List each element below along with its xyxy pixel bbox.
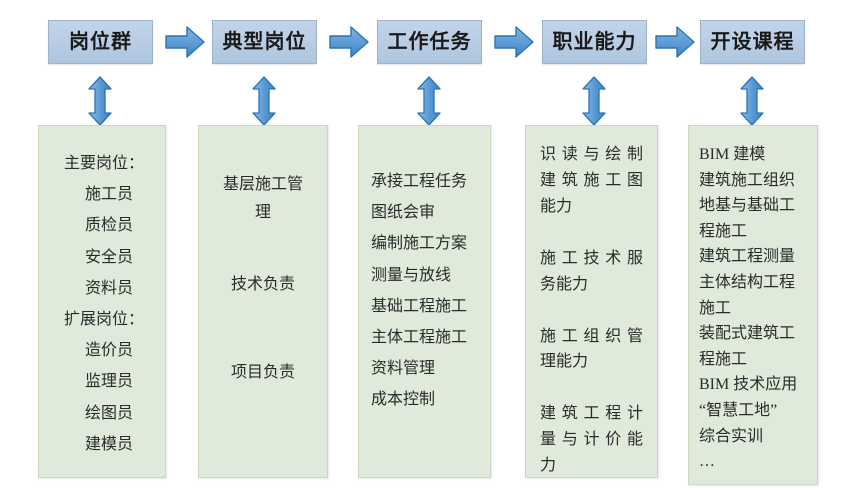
list-item: 理 bbox=[254, 204, 271, 221]
list-item: 装配式建筑工 bbox=[699, 325, 796, 343]
arrow-up-down-icon bbox=[581, 76, 607, 126]
list-item: 质检员 bbox=[84, 217, 133, 235]
list-item: 能力 bbox=[540, 197, 573, 215]
list-item: 技术负责 bbox=[230, 276, 295, 293]
header-label: 职业能力 bbox=[552, 31, 637, 53]
column-posts: 主要岗位： 施工员 质检员 安全员 资料员 扩展岗位： 造价员 监理员 绘图员 … bbox=[38, 125, 166, 478]
column-heading: 扩展岗位： bbox=[63, 310, 144, 328]
list-item: 项目负责 bbox=[230, 364, 295, 381]
arrow-up-down-icon bbox=[87, 76, 113, 126]
header-label: 开设课程 bbox=[710, 31, 795, 53]
list-item: 程施工 bbox=[699, 222, 748, 240]
header-box-dianxinggangwei[interactable]: 典型岗位 bbox=[212, 20, 317, 64]
list-item: BIM 建模 bbox=[699, 146, 766, 163]
column-courses: BIM 建模 建筑施工组织 地基与基础工 程施工 建筑工程测量 主体结构工程 施… bbox=[688, 125, 818, 485]
list-item: … bbox=[699, 453, 715, 471]
arrow-up-down-icon bbox=[416, 76, 442, 126]
arrow-up-down-icon bbox=[251, 76, 277, 126]
header-label: 典型岗位 bbox=[222, 31, 307, 53]
column-typical-posts: 基层施工管 理 技术负责 项目负责 bbox=[198, 125, 328, 478]
list-item: 建模员 bbox=[84, 435, 133, 453]
list-item: 资料员 bbox=[84, 279, 133, 297]
arrow-right-icon bbox=[165, 25, 205, 59]
list-item: 识读与绘制 bbox=[540, 146, 643, 163]
header-label: 工作任务 bbox=[387, 31, 472, 53]
list-item: 力 bbox=[540, 457, 557, 475]
list-item: 理能力 bbox=[540, 353, 589, 371]
list-item: 承接工程任务 bbox=[371, 173, 468, 190]
list-item: 监理员 bbox=[84, 373, 133, 391]
list-item: 建筑施工图 bbox=[540, 171, 643, 189]
list-item: 建筑工程测量 bbox=[699, 248, 796, 266]
list-item: 安全员 bbox=[84, 248, 133, 266]
list-item: 施工 bbox=[699, 299, 732, 317]
list-item: 地基与基础工 bbox=[699, 197, 796, 215]
list-item: 编制施工方案 bbox=[371, 235, 468, 253]
list-item: 测量与放线 bbox=[371, 266, 452, 284]
arrow-up-down-icon bbox=[739, 76, 765, 126]
list-item: 建筑工程计 bbox=[540, 405, 643, 423]
list-item: 绘图员 bbox=[84, 404, 133, 422]
list-item: 图纸会审 bbox=[371, 204, 436, 222]
list-item: 造价员 bbox=[84, 342, 133, 360]
list-item: 基层施工管 bbox=[222, 176, 303, 193]
list-item: BIM 技术应用 bbox=[699, 376, 798, 394]
list-item: 建筑施工组织 bbox=[699, 171, 796, 189]
list-item: 施工技术服 bbox=[540, 249, 643, 267]
list-item: 成本控制 bbox=[371, 391, 436, 409]
column-heading: 主要岗位： bbox=[63, 155, 144, 172]
list-item: 施工组织管 bbox=[540, 327, 643, 345]
header-box-zhiyenengli[interactable]: 职业能力 bbox=[542, 20, 647, 64]
arrow-right-icon bbox=[494, 25, 534, 59]
list-item: 主体工程施工 bbox=[371, 328, 468, 346]
list-item: 基础工程施工 bbox=[371, 297, 468, 315]
list-item: 务能力 bbox=[540, 275, 589, 293]
column-tasks: 承接工程任务 图纸会审 编制施工方案 测量与放线 基础工程施工 主体工程施工 资… bbox=[358, 125, 491, 478]
list-item: 主体结构工程 bbox=[699, 273, 796, 291]
list-item: 综合实训 bbox=[699, 427, 764, 445]
list-item: “智慧工地” bbox=[699, 401, 778, 419]
list-item: 施工员 bbox=[84, 186, 133, 204]
list-item: 量与计价能 bbox=[540, 431, 643, 449]
list-item: 资料管理 bbox=[371, 360, 436, 378]
arrow-right-icon bbox=[655, 25, 695, 59]
header-label: 岗位群 bbox=[69, 31, 132, 53]
header-box-gangweiqun[interactable]: 岗位群 bbox=[48, 20, 153, 64]
column-abilities: 识读与绘制 建筑施工图 能力 施工技术服 务能力 施工组织管 理能力 建筑工程计… bbox=[525, 125, 658, 478]
list-item: 程施工 bbox=[699, 350, 748, 368]
header-box-kaishekecheng[interactable]: 开设课程 bbox=[700, 20, 805, 64]
header-box-gongzuorenwu[interactable]: 工作任务 bbox=[377, 20, 482, 64]
arrow-right-icon bbox=[329, 25, 369, 59]
